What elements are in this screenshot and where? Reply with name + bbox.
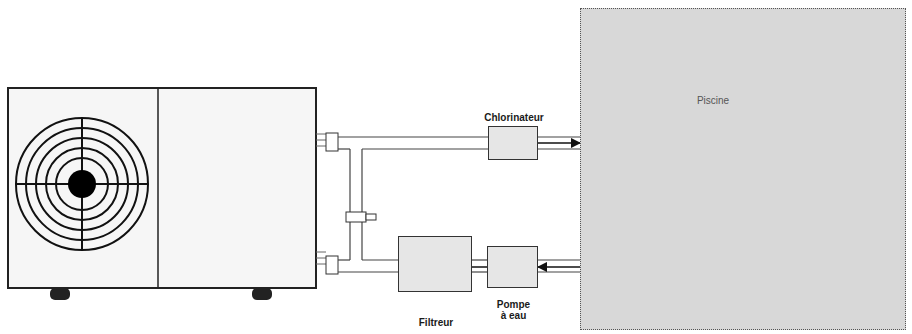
component-label: Pompe à eau (494, 299, 534, 321)
component-label: Filtreur (401, 317, 471, 328)
flow-pipe (472, 266, 487, 268)
flow-pipe (538, 142, 580, 144)
pool-area: Piscine (580, 8, 906, 330)
pump-box: Pompe à eau (487, 246, 538, 288)
flow-pipe (538, 266, 580, 268)
chlorinator-box: Chlorinateur (488, 126, 538, 160)
component-label: Chlorinateur (469, 112, 559, 123)
area-label: Piscine (673, 95, 753, 106)
filter-box: Filtreur (398, 236, 472, 292)
